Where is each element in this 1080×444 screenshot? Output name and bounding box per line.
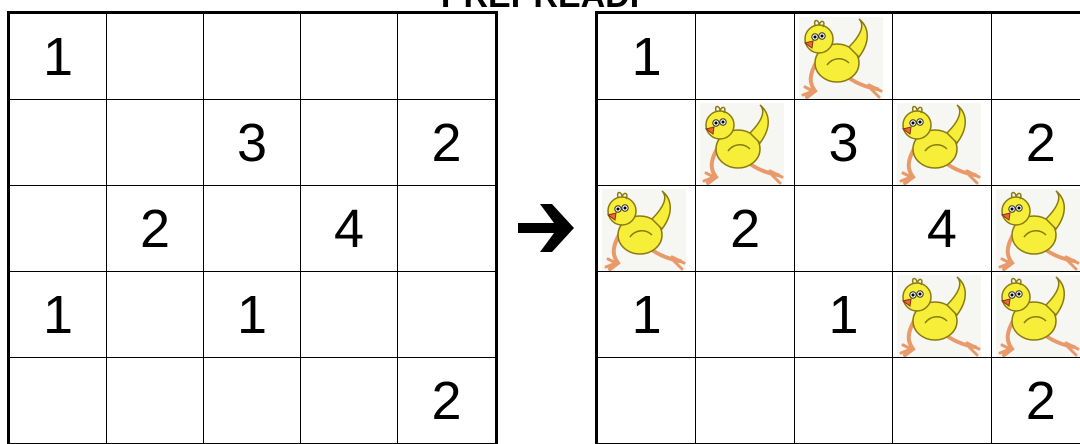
puzzle-cell-r2c5[interactable]: 2 xyxy=(398,100,495,186)
solution-cell-r4c5[interactable] xyxy=(992,272,1080,358)
solution-cell-r3c1[interactable] xyxy=(598,186,696,272)
clue-number: 3 xyxy=(828,116,858,170)
chick-icon xyxy=(700,103,784,185)
solution-cell-r1c4[interactable] xyxy=(893,14,991,100)
clue-number: 1 xyxy=(237,288,267,342)
clue-number: 2 xyxy=(730,202,760,256)
puzzle-cell-r2c1[interactable] xyxy=(10,100,107,186)
clue-number: 2 xyxy=(1026,116,1056,170)
solution-cell-r4c2[interactable] xyxy=(696,272,794,358)
puzzle-cell-r3c3[interactable] xyxy=(204,186,301,272)
puzzle-cell-r5c4[interactable] xyxy=(301,358,398,444)
chick-icon xyxy=(799,17,883,99)
puzzle-cell-r1c5[interactable] xyxy=(398,14,495,100)
solution-cell-r2c2[interactable] xyxy=(696,100,794,186)
solution-cell-r5c2[interactable] xyxy=(696,358,794,444)
puzzle-cell-r1c4[interactable] xyxy=(301,14,398,100)
solution-cell-r3c5[interactable] xyxy=(992,186,1080,272)
puzzle-cell-r4c5[interactable] xyxy=(398,272,495,358)
clue-number: 2 xyxy=(140,202,170,256)
clue-number: 1 xyxy=(828,288,858,342)
solution-cell-r2c5[interactable]: 2 xyxy=(992,100,1080,186)
puzzle-cell-r2c2[interactable] xyxy=(107,100,204,186)
clue-number: 2 xyxy=(1026,374,1056,428)
solution-grid: 1 3 2 2 4 1 1 2 xyxy=(595,11,1080,444)
solution-cell-r2c3[interactable]: 3 xyxy=(795,100,893,186)
solution-cell-r5c5[interactable]: 2 xyxy=(992,358,1080,444)
clue-number: 2 xyxy=(431,116,461,170)
solution-cell-r4c3[interactable]: 1 xyxy=(795,272,893,358)
solution-cell-r2c4[interactable] xyxy=(893,100,991,186)
puzzle-cell-r5c3[interactable] xyxy=(204,358,301,444)
puzzle-cell-r1c3[interactable] xyxy=(204,14,301,100)
chick-icon xyxy=(897,103,981,185)
solution-cell-r2c1[interactable] xyxy=(598,100,696,186)
puzzle-cell-r2c4[interactable] xyxy=(301,100,398,186)
puzzle-cell-r3c5[interactable] xyxy=(398,186,495,272)
solution-cell-r1c2[interactable] xyxy=(696,14,794,100)
right-arrow-icon xyxy=(514,196,578,260)
solution-cell-r5c3[interactable] xyxy=(795,358,893,444)
clue-number: 1 xyxy=(43,30,73,84)
puzzle-cell-r4c2[interactable] xyxy=(107,272,204,358)
clue-number: 4 xyxy=(927,202,957,256)
solution-cell-r3c4[interactable]: 4 xyxy=(893,186,991,272)
clue-number: 4 xyxy=(334,202,364,256)
solution-cell-r5c4[interactable] xyxy=(893,358,991,444)
solution-cell-r3c3[interactable] xyxy=(795,186,893,272)
chick-icon xyxy=(996,275,1080,357)
puzzle-cell-r5c2[interactable] xyxy=(107,358,204,444)
solution-cell-r5c1[interactable] xyxy=(598,358,696,444)
clue-number: 1 xyxy=(632,30,662,84)
solution-cell-r3c2[interactable]: 2 xyxy=(696,186,794,272)
puzzle-grid: 1 3 2 2 4 1 1 2 xyxy=(7,11,498,444)
solution-cell-r1c1[interactable]: 1 xyxy=(598,14,696,100)
puzzle-cell-r5c1[interactable] xyxy=(10,358,107,444)
puzzle-cell-r3c4[interactable]: 4 xyxy=(301,186,398,272)
puzzle-cell-r1c1[interactable]: 1 xyxy=(10,14,107,100)
chick-icon xyxy=(602,189,686,271)
puzzle-cell-r3c1[interactable] xyxy=(10,186,107,272)
solution-cell-r4c4[interactable] xyxy=(893,272,991,358)
puzzle-cell-r3c2[interactable]: 2 xyxy=(107,186,204,272)
clue-number: 2 xyxy=(431,374,461,428)
chick-icon xyxy=(897,275,981,357)
clue-number: 3 xyxy=(237,116,267,170)
clue-number: 1 xyxy=(43,288,73,342)
puzzle-cell-r4c4[interactable] xyxy=(301,272,398,358)
solution-cell-r1c3[interactable] xyxy=(795,14,893,100)
puzzle-cell-r4c3[interactable]: 1 xyxy=(204,272,301,358)
puzzle-cell-r4c1[interactable]: 1 xyxy=(10,272,107,358)
clue-number: 1 xyxy=(632,288,662,342)
solution-cell-r1c5[interactable] xyxy=(992,14,1080,100)
puzzle-cell-r5c5[interactable]: 2 xyxy=(398,358,495,444)
chick-icon xyxy=(996,189,1080,271)
solution-cell-r4c1[interactable]: 1 xyxy=(598,272,696,358)
puzzle-cell-r1c2[interactable] xyxy=(107,14,204,100)
puzzle-cell-r2c3[interactable]: 3 xyxy=(204,100,301,186)
